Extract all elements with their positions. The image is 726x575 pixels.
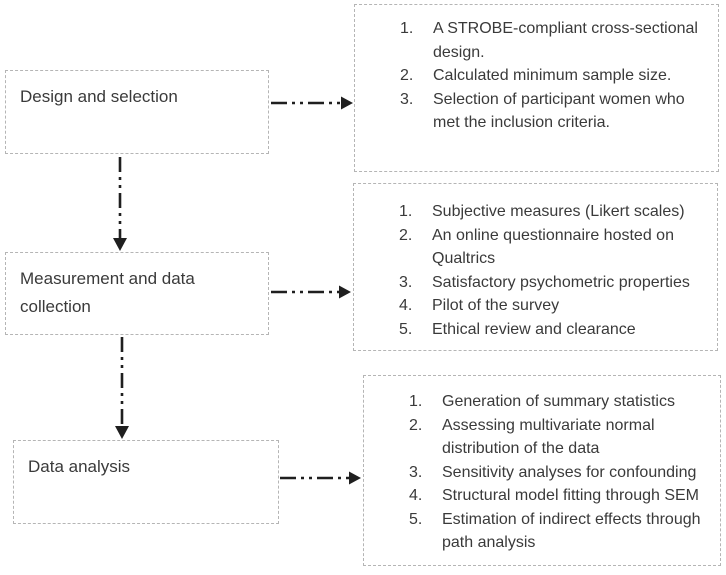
- arrow-stage1-to-stage2: [113, 157, 127, 251]
- arrow-stage3-to-details3: [280, 471, 361, 485]
- detail-box-measurement-and-data-collection: Subjective measures (Likert scales) An o…: [353, 183, 718, 351]
- list-item: An online questionnaire hosted on Qualtr…: [399, 224, 674, 268]
- list-item: Selection of participant women who met t…: [400, 88, 685, 132]
- list-item: Estimation of indirect effects through p…: [409, 508, 701, 552]
- list-item: Generation of summary statistics: [409, 390, 675, 413]
- arrow-stage2-to-stage3: [115, 337, 129, 439]
- stage-box-design-and-selection: Design and selection: [5, 70, 269, 154]
- stage-label: Measurement and data collection: [20, 269, 195, 316]
- detail-list: A STROBE-compliant cross-sectional desig…: [355, 5, 718, 135]
- arrow-stage2-to-details2: [271, 285, 351, 299]
- detail-box-data-analysis: Generation of summary statistics Assessi…: [363, 375, 721, 566]
- arrow-stage1-to-details1: [271, 96, 353, 110]
- list-item: Ethical review and clearance: [399, 318, 636, 341]
- stage-box-measurement-and-data-collection: Measurement and data collection: [5, 252, 269, 335]
- stage-label: Data analysis: [28, 457, 131, 476]
- list-item: Subjective measures (Likert scales): [399, 200, 685, 223]
- detail-box-design-and-selection: A STROBE-compliant cross-sectional desig…: [354, 4, 719, 172]
- list-item: Assessing multivariate normal distributi…: [409, 414, 655, 458]
- detail-list: Generation of summary statistics Assessi…: [364, 376, 720, 555]
- detail-list: Subjective measures (Likert scales) An o…: [354, 184, 717, 341]
- stage-label: Design and selection: [20, 87, 178, 106]
- stage-box-data-analysis: Data analysis: [13, 440, 279, 524]
- list-item: Structural model fitting through SEM: [409, 484, 700, 507]
- list-item: Satisfactory psychometric properties: [399, 271, 690, 294]
- list-item: Calculated minimum sample size.: [400, 64, 672, 87]
- list-item: Sensitivity analyses for confounding: [409, 461, 697, 484]
- list-item: Pilot of the survey: [399, 294, 560, 317]
- list-item: A STROBE-compliant cross-sectional desig…: [400, 17, 698, 61]
